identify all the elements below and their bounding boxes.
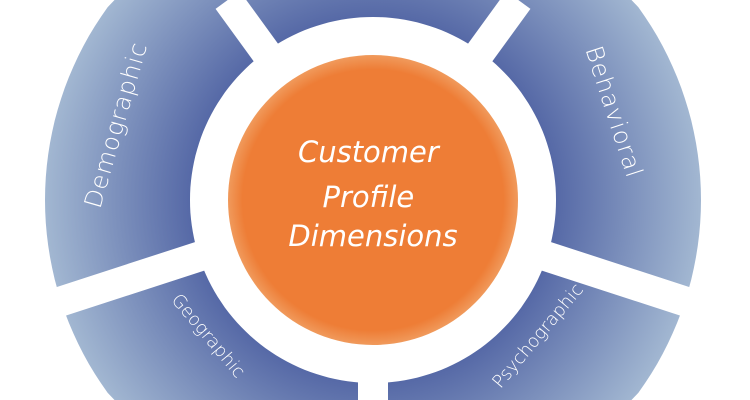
svg-text:Customer Profile Dimen: Customer Profile Dimensions: [288, 135, 457, 253]
center-circle: [228, 55, 518, 345]
center-text-line-3: Dimensions: [288, 219, 457, 253]
center-text-line-2: Profile: [322, 180, 414, 214]
segment-ring: [45, 0, 701, 400]
center-text-line-1: Customer: [298, 135, 441, 169]
